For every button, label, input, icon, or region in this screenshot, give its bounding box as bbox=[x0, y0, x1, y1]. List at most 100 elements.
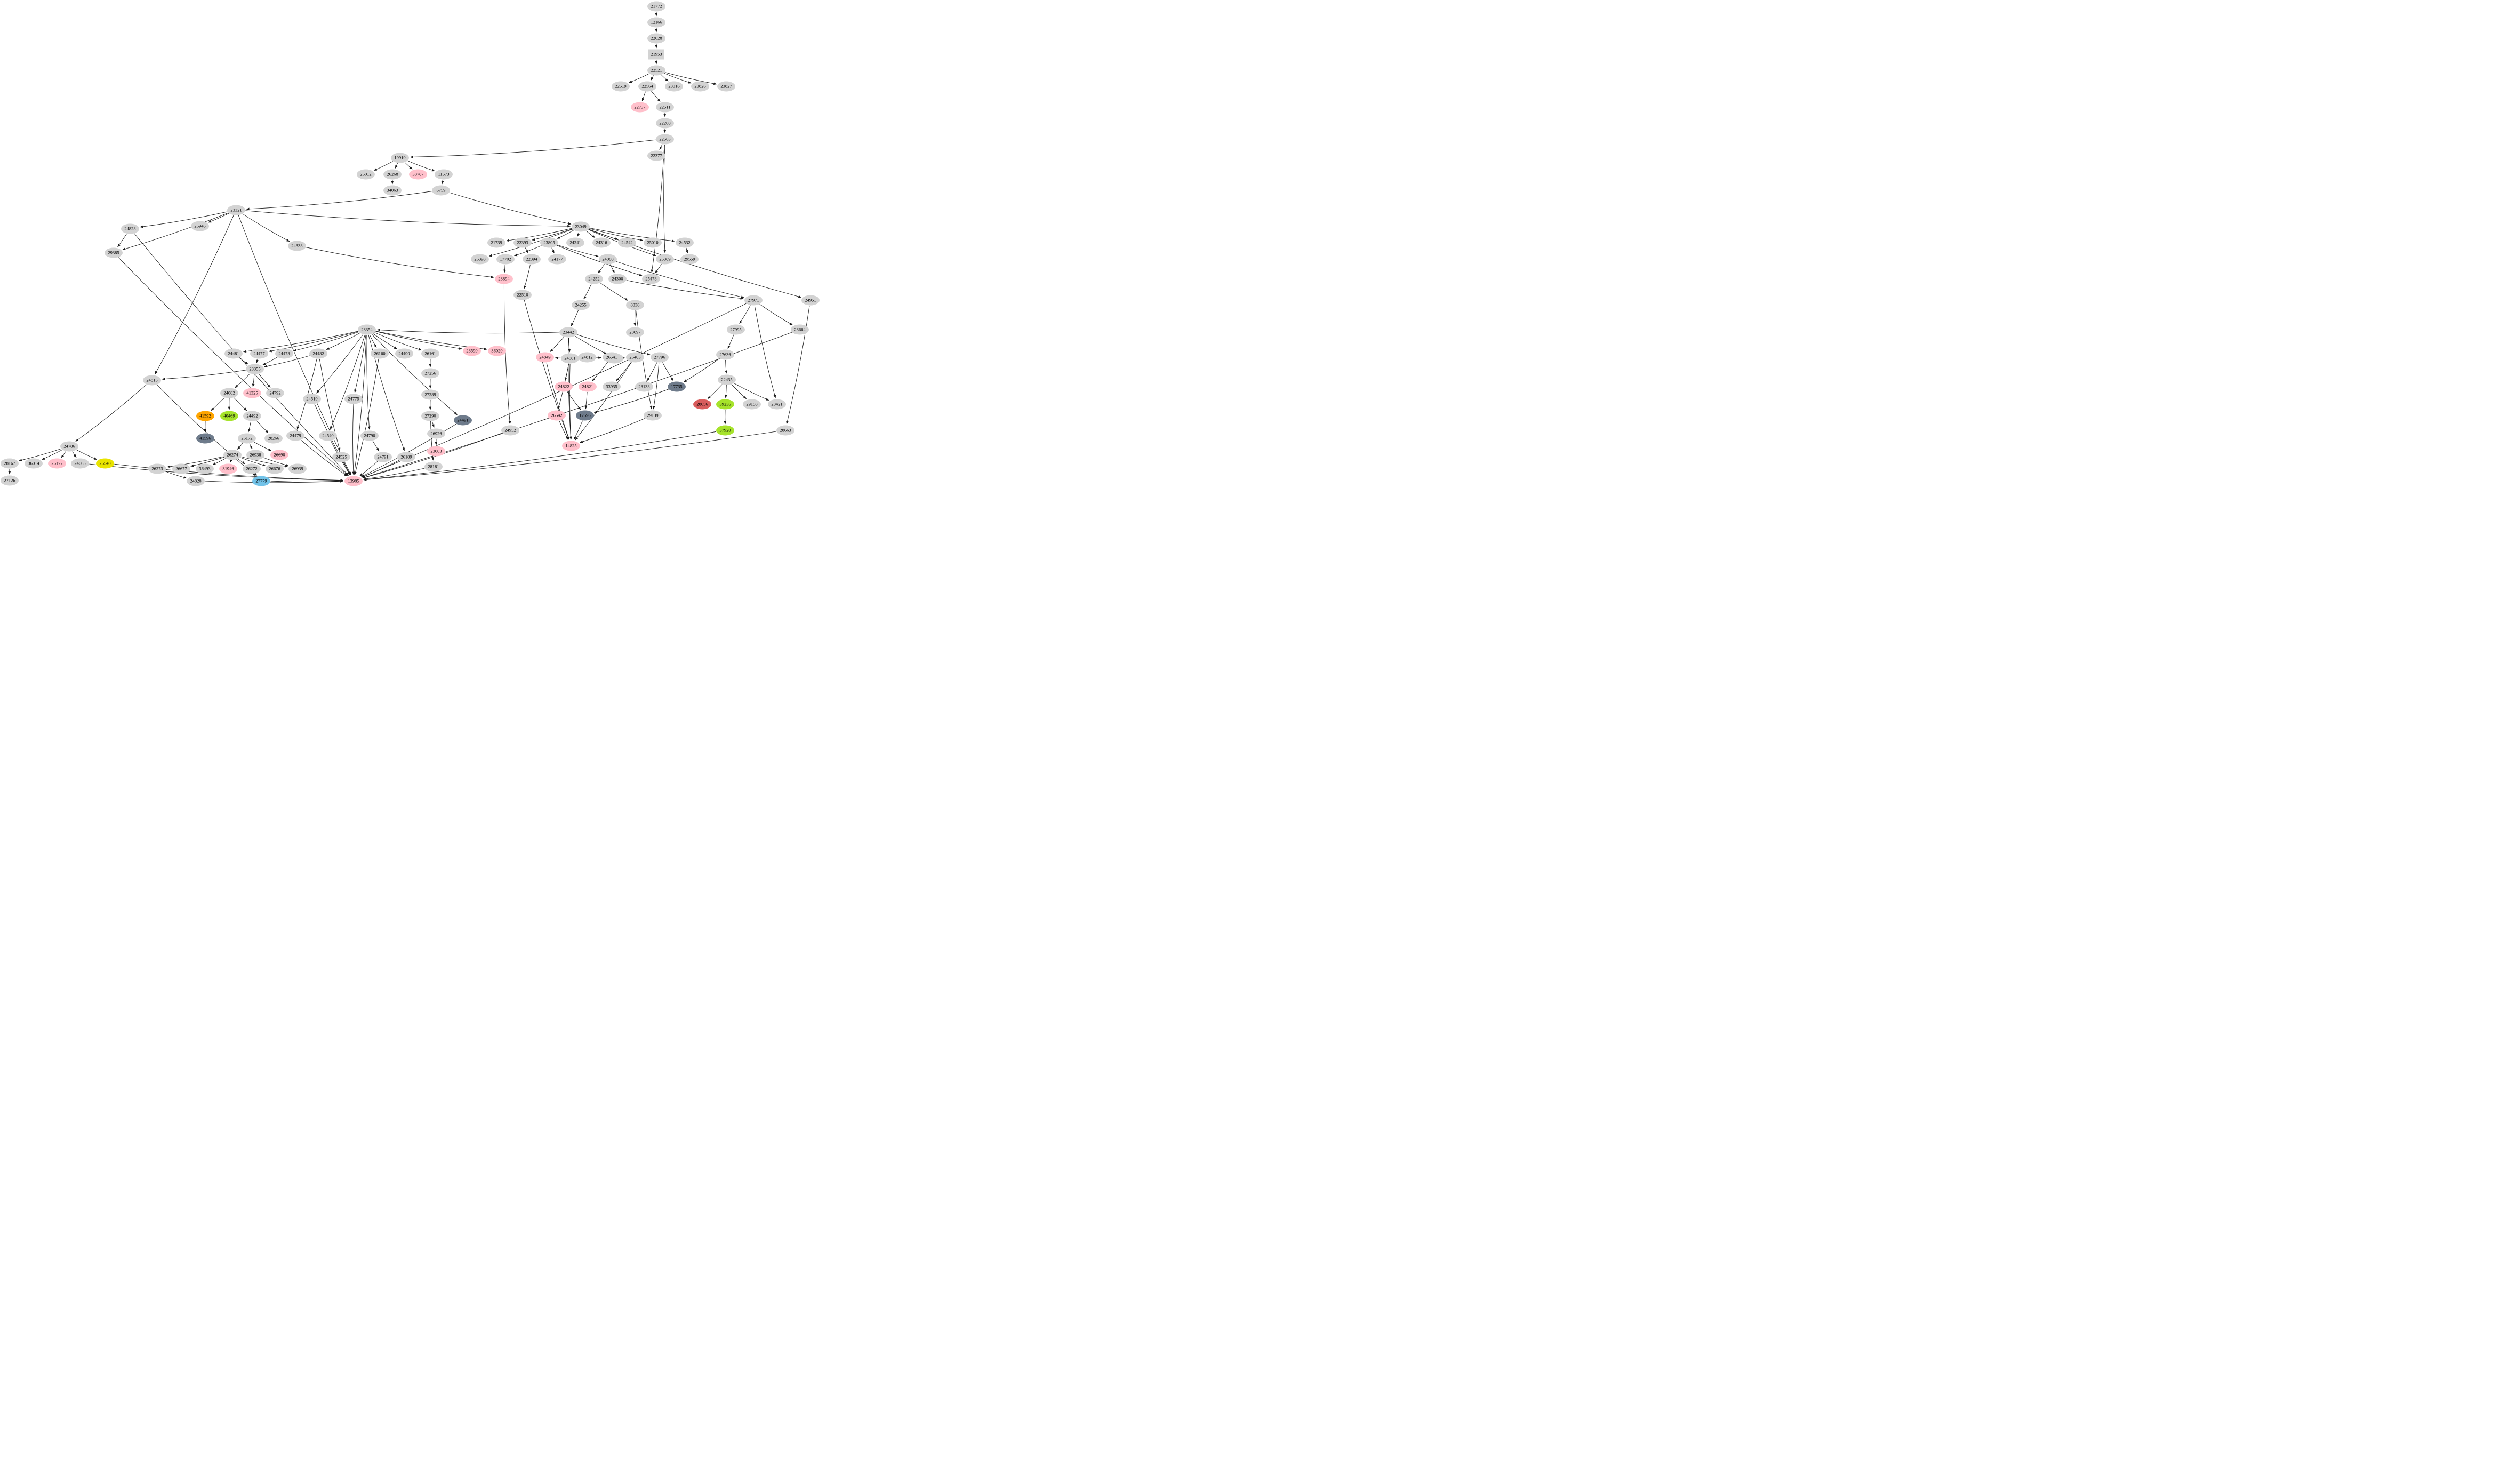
graph-node-26268: 26268 bbox=[383, 169, 402, 180]
edge-26403-14825 bbox=[575, 362, 632, 441]
edge-22564-22511 bbox=[651, 91, 661, 102]
node-label: 22519 bbox=[615, 83, 626, 89]
edge-23321-23049 bbox=[245, 210, 571, 228]
node-ellipse-shape bbox=[60, 441, 78, 452]
node-ellipse-shape bbox=[540, 237, 558, 248]
graph-node-23321: 23321 bbox=[227, 205, 245, 215]
node-ellipse-shape bbox=[319, 430, 337, 441]
node-ellipse-shape bbox=[196, 411, 214, 421]
node-ellipse-shape bbox=[501, 425, 519, 436]
node-label: 26172 bbox=[241, 435, 252, 441]
edge-23321-29385 bbox=[122, 212, 229, 250]
graph-node-36493: 36493 bbox=[196, 463, 214, 474]
node-label: 23355 bbox=[249, 366, 260, 371]
node-ellipse-shape bbox=[656, 134, 674, 145]
node-label: 24951 bbox=[805, 297, 816, 302]
node-label: 41596 bbox=[199, 435, 211, 441]
graph-node-22510: 22510 bbox=[513, 290, 532, 300]
graph-node-28656: 28656 bbox=[693, 399, 711, 410]
graph-node-24775: 24775 bbox=[344, 394, 363, 404]
graph-node-22511: 22511 bbox=[656, 102, 674, 113]
edge-23894-24952 bbox=[503, 284, 511, 425]
graph-node-23827: 23827 bbox=[717, 81, 735, 92]
graph-node-29559: 29559 bbox=[680, 254, 699, 265]
edge-23321-26946 bbox=[208, 213, 229, 223]
node-ellipse-shape bbox=[196, 463, 214, 474]
edge-24482-24525 bbox=[319, 358, 341, 451]
edge-22510-14825 bbox=[524, 300, 569, 440]
graph-node-26926: 26926 bbox=[427, 428, 445, 439]
node-ellipse-shape bbox=[651, 352, 669, 363]
node-ellipse-shape bbox=[642, 274, 660, 284]
node-ellipse-shape bbox=[566, 237, 584, 248]
edge-25389-25478 bbox=[655, 264, 662, 274]
edge-23354-24790 bbox=[366, 334, 371, 430]
edge-27971-13985 bbox=[362, 303, 747, 478]
graph-node-29385: 29385 bbox=[105, 247, 123, 258]
node-label: 21772 bbox=[651, 3, 662, 9]
edge-22521-22564 bbox=[651, 75, 654, 81]
graph-node-26161: 26161 bbox=[421, 348, 439, 359]
graph-node-22393: 22393 bbox=[513, 237, 532, 248]
edge-26274-26273 bbox=[167, 456, 224, 468]
graph-node-36029: 36029 bbox=[488, 346, 506, 356]
graph-node-41592: 41592 bbox=[196, 411, 214, 421]
edge-27796-28138 bbox=[647, 362, 657, 381]
node-label: 28266 bbox=[268, 435, 279, 441]
graph-node-14825: 14825 bbox=[562, 441, 580, 451]
node-label: 23442 bbox=[563, 329, 574, 334]
node-ellipse-shape bbox=[513, 290, 532, 300]
node-label: 23894 bbox=[498, 276, 510, 281]
graph-node-17702: 17702 bbox=[496, 254, 515, 265]
node-ellipse-shape bbox=[608, 274, 627, 284]
edge-23354-24482 bbox=[326, 333, 360, 350]
node-label: 24241 bbox=[569, 239, 581, 245]
graph-node-24791: 24791 bbox=[374, 452, 392, 462]
edge-27290-26926 bbox=[431, 421, 435, 428]
graph-node-26677: 26677 bbox=[172, 463, 190, 474]
graph-node-26398: 26398 bbox=[471, 254, 489, 265]
node-label: 29559 bbox=[684, 256, 695, 261]
node-ellipse-shape bbox=[421, 389, 439, 400]
graph-node-41325: 41325 bbox=[243, 388, 261, 398]
node-label: 22628 bbox=[651, 35, 662, 41]
node-ellipse-shape bbox=[801, 295, 820, 306]
edge-26172-26690 bbox=[253, 442, 272, 451]
node-label: 24775 bbox=[348, 396, 359, 401]
edge-24786-26177 bbox=[61, 451, 66, 458]
graph-node-24490: 24490 bbox=[395, 348, 413, 359]
node-ellipse-shape bbox=[332, 452, 350, 462]
node-ellipse-shape bbox=[96, 458, 114, 469]
graph-node-26541: 26541 bbox=[603, 352, 621, 363]
node-ellipse-shape bbox=[105, 247, 123, 258]
node-label: 17596 bbox=[579, 412, 590, 418]
edge-11573-6759 bbox=[441, 179, 444, 185]
node-label: 14825 bbox=[565, 443, 576, 448]
edge-23354-24477 bbox=[268, 331, 358, 353]
node-ellipse-shape bbox=[555, 381, 573, 392]
edge-24478-23355 bbox=[262, 357, 278, 365]
node-label: 23321 bbox=[230, 207, 242, 212]
node-ellipse-shape bbox=[270, 450, 288, 460]
edge-22435-29158 bbox=[731, 384, 747, 399]
node-label: 26676 bbox=[269, 466, 280, 471]
graph-node-27971: 27971 bbox=[744, 295, 763, 306]
node-ellipse-shape bbox=[463, 346, 481, 356]
edge-26274-26272 bbox=[238, 459, 245, 465]
node-ellipse-shape bbox=[691, 81, 709, 92]
node-ellipse-shape bbox=[25, 458, 43, 469]
edge-24477-23355 bbox=[256, 358, 259, 363]
edge-6759-23321 bbox=[246, 191, 432, 211]
node-label: 24492 bbox=[246, 413, 258, 418]
node-ellipse-shape bbox=[238, 433, 256, 444]
node-label: 27636 bbox=[719, 351, 731, 357]
node-label: 8338 bbox=[631, 302, 640, 307]
node-label: 26939 bbox=[292, 466, 303, 471]
node-label: 29139 bbox=[647, 412, 658, 418]
node-ellipse-shape bbox=[288, 241, 306, 251]
graph-node-26012: 26012 bbox=[357, 169, 375, 180]
node-ellipse-shape bbox=[572, 300, 590, 310]
node-ellipse-shape bbox=[172, 463, 190, 474]
graph-node-23003: 23003 bbox=[427, 446, 445, 457]
